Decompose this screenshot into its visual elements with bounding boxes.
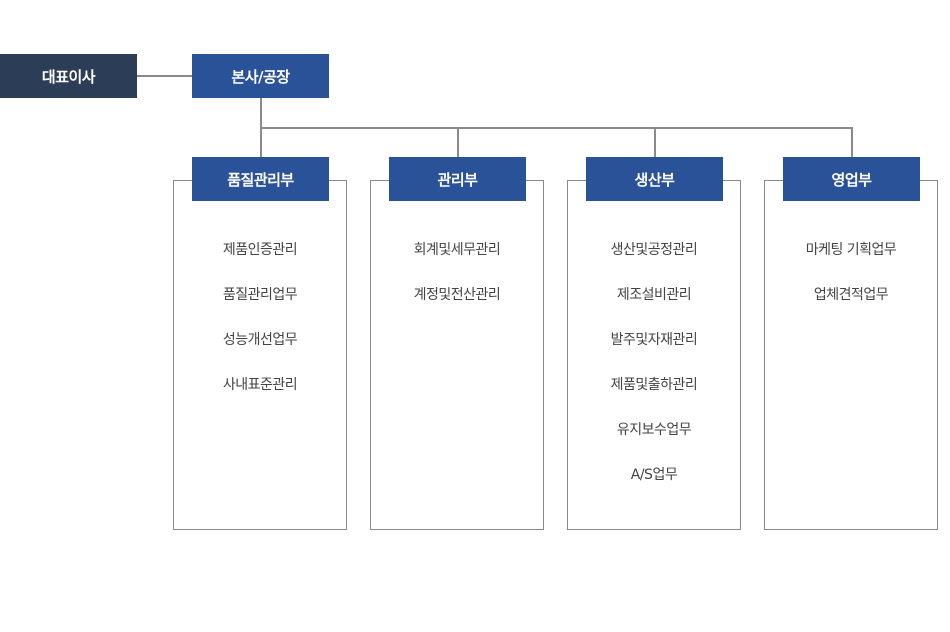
connector-ceo-hq	[137, 75, 192, 77]
ceo-node: 대표이사	[0, 54, 137, 98]
duty-item: 생산및공정관리	[610, 242, 698, 258]
duty-list-admin: 회계및세무관리 계정및전산관리	[370, 228, 544, 318]
duty-item: 성능개선업무	[222, 332, 298, 348]
dept-header-production: 생산부	[586, 157, 723, 201]
duty-item: 계정및전산관리	[413, 287, 501, 303]
duty-item: 마케팅 기획업무	[805, 242, 897, 258]
duty-item: 업체견적업무	[813, 287, 889, 303]
connector-dept-4	[851, 127, 853, 157]
duty-item: 품질관리업무	[222, 287, 298, 303]
duty-item: 제품인증관리	[222, 242, 298, 258]
dept-box-sales	[764, 180, 938, 530]
duty-list-production: 생산및공정관리 제조설비관리 발주및자재관리 제품및출하관리 유지보수업무 A/…	[567, 228, 741, 498]
duty-list-quality: 제품인증관리 품질관리업무 성능개선업무 사내표준관리	[173, 228, 347, 408]
dept-box-quality	[173, 180, 347, 530]
connector-hq-down	[260, 98, 262, 128]
dept-box-production	[567, 180, 741, 530]
duty-item: 유지보수업무	[616, 422, 692, 438]
duty-list-sales: 마케팅 기획업무 업체견적업무	[764, 228, 938, 318]
duty-item: 사내표준관리	[222, 377, 298, 393]
connector-dept-1	[260, 127, 262, 157]
connector-horizontal-bus	[260, 127, 853, 129]
duty-item: 제품및출하관리	[610, 377, 698, 393]
hq-node: 본사/공장	[192, 54, 329, 98]
duty-item: A/S업무	[630, 467, 678, 483]
duty-item: 회계및세무관리	[413, 242, 501, 258]
duty-item: 제조설비관리	[616, 287, 692, 303]
dept-header-sales: 영업부	[783, 157, 920, 201]
dept-box-admin	[370, 180, 544, 530]
dept-header-quality: 품질관리부	[192, 157, 329, 201]
duty-item: 발주및자재관리	[610, 332, 698, 348]
dept-header-admin: 관리부	[389, 157, 526, 201]
connector-dept-3	[654, 127, 656, 157]
connector-dept-2	[457, 127, 459, 157]
